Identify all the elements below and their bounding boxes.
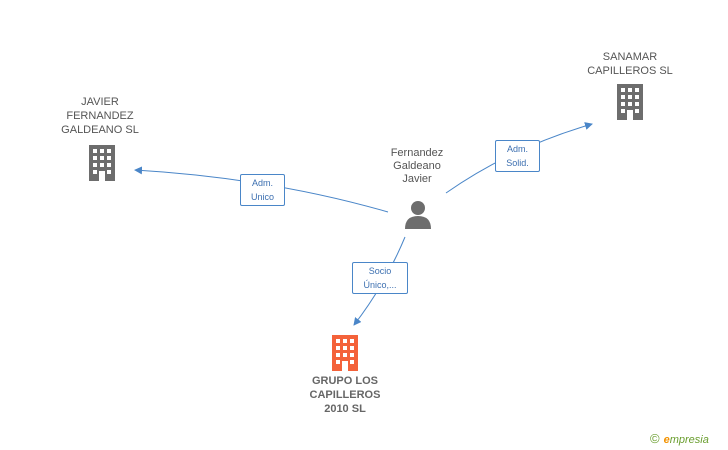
node-label-line: GALDEANO SL (61, 124, 139, 136)
node-label-line: JAVIER (81, 96, 119, 108)
brand-logo-e: e (663, 434, 670, 446)
node-label-sanamar-capilleros-sl[interactable]: SANAMAR CAPILLEROS SL (580, 50, 680, 78)
person-icon[interactable] (403, 199, 433, 229)
edge-label-socio-unico[interactable]: Socio Único,... (352, 262, 408, 294)
edge-label-line: Adm. (251, 178, 273, 188)
edge-label-line: Socio (368, 266, 392, 276)
copyright-symbol: © (650, 431, 660, 446)
node-label-line: Galdeano (393, 160, 441, 172)
edge-label-line: Adm. (506, 144, 528, 154)
building-icon[interactable] (86, 145, 118, 181)
edge-label-line: Único,... (363, 280, 397, 290)
edge-label-line: Unico (250, 192, 274, 202)
node-label-line: CAPILLEROS (309, 389, 381, 401)
edge-label-adm-solid[interactable]: Adm. Solid. (495, 140, 540, 172)
node-label-line: Fernandez (390, 147, 444, 159)
brand-logo-text: mpresia (669, 434, 709, 446)
node-label-grupo-los-capilleros-2010-sl[interactable]: GRUPO LOS CAPILLEROS 2010 SL (290, 374, 400, 416)
building-icon[interactable] (329, 335, 361, 371)
node-label-javier-fernandez-galdeano-sl[interactable]: JAVIER FERNANDEZ GALDEANO SL (50, 95, 150, 137)
node-label-line: FERNANDEZ (66, 110, 134, 122)
node-label-line: 2010 SL (324, 403, 366, 415)
edge-label-line: Solid. (506, 158, 529, 168)
footer-copyright: ©empresia (650, 431, 709, 446)
node-label-line: Javier (402, 173, 432, 185)
building-icon[interactable] (614, 84, 646, 120)
edge-label-adm-unico[interactable]: Adm. Unico (240, 174, 285, 206)
node-label-line: CAPILLEROS SL (587, 65, 673, 77)
node-label-fernandez-galdeano-javier[interactable]: Fernandez Galdeano Javier (367, 147, 467, 186)
node-label-line: GRUPO LOS (311, 375, 378, 387)
node-label-line: SANAMAR (602, 51, 658, 63)
